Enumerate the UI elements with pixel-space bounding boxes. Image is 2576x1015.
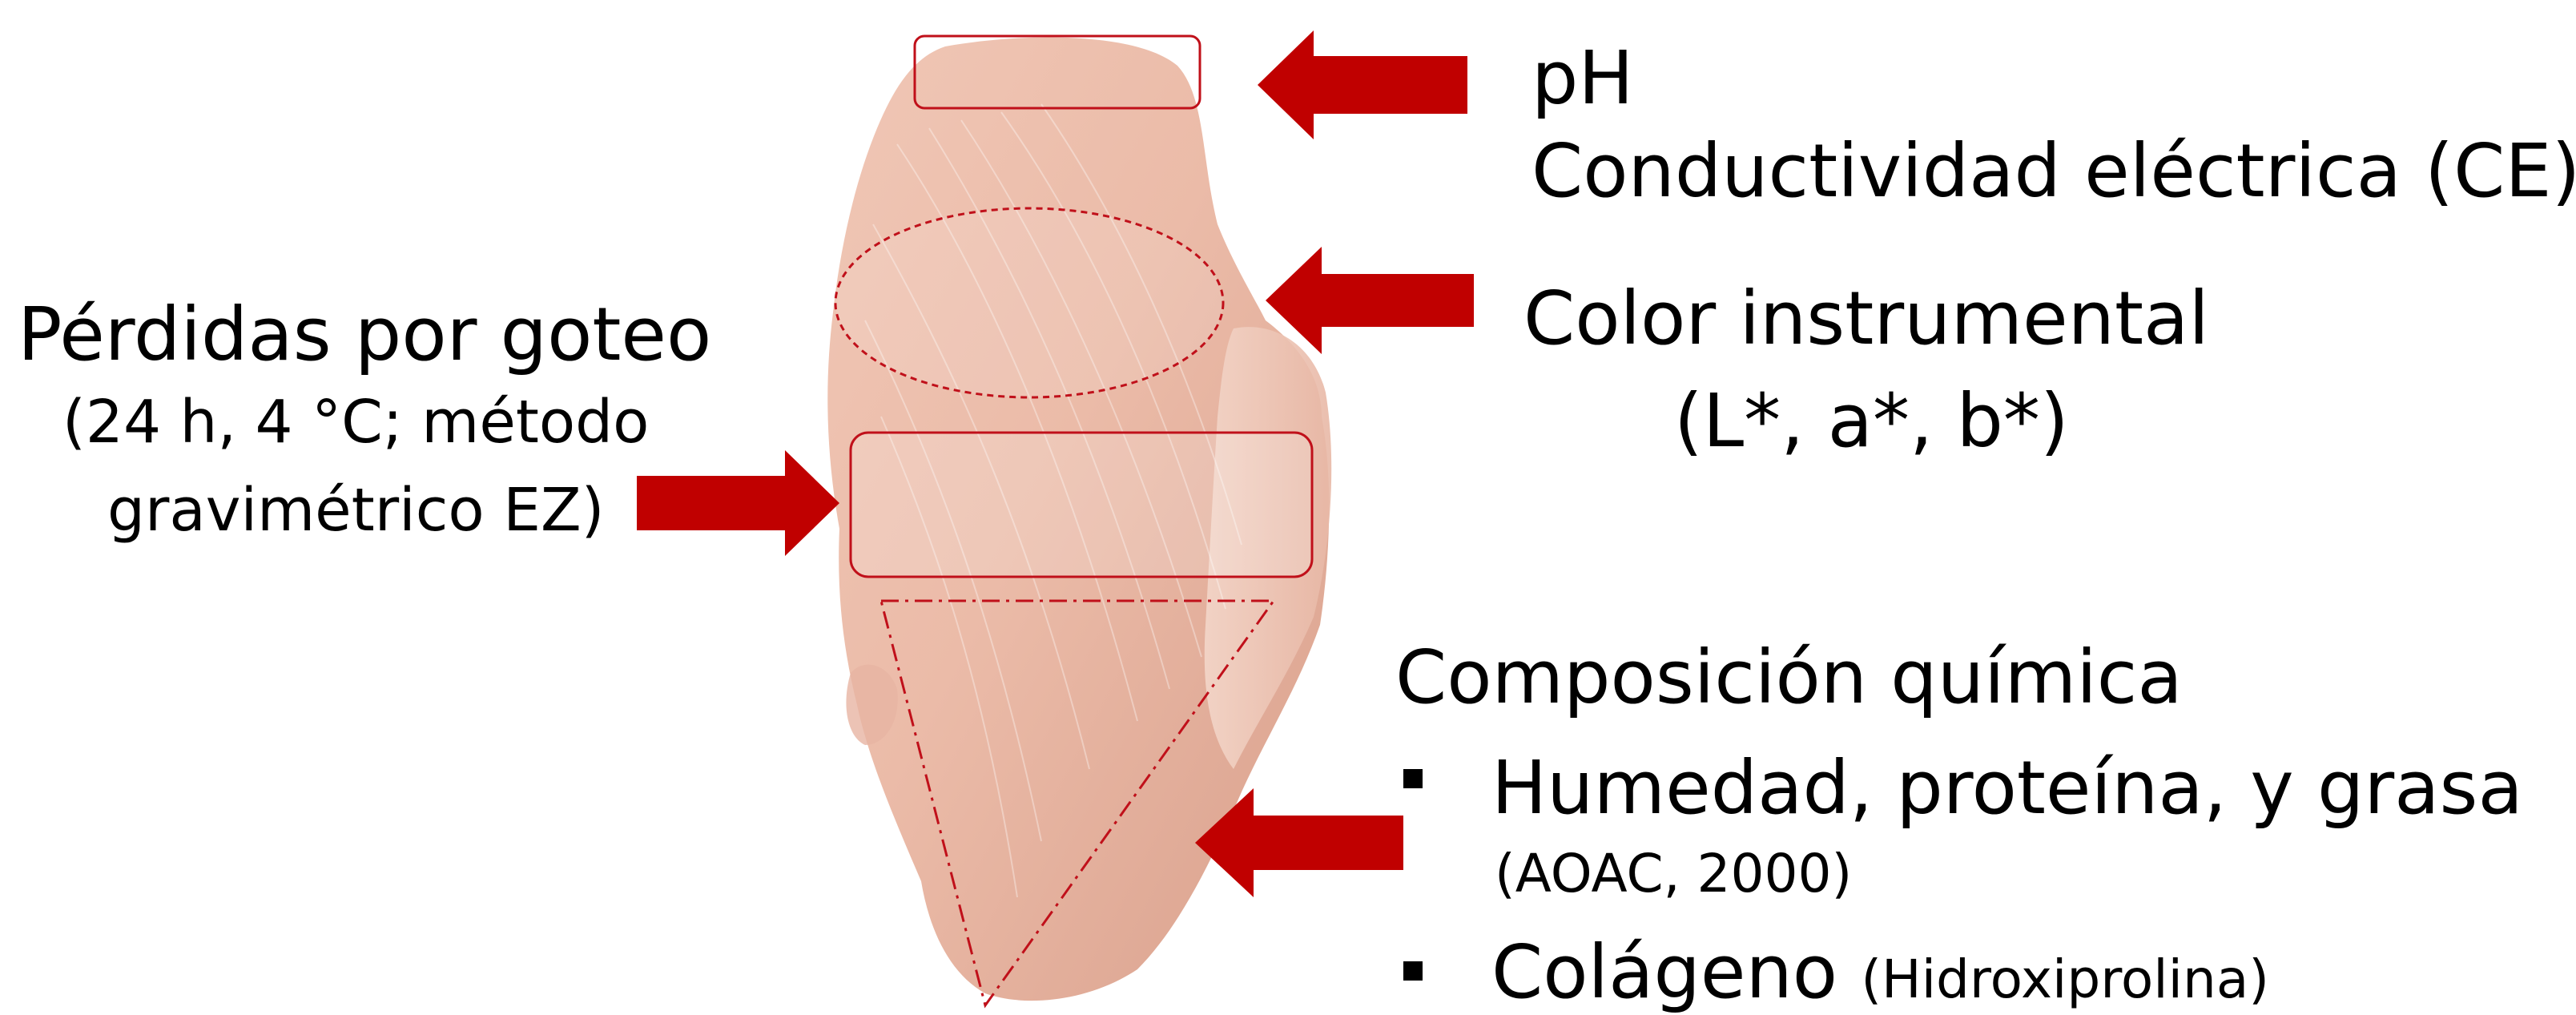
arrow-icon (1266, 247, 1474, 354)
ce-label: Conductividad eléctrica (CE) (1532, 135, 2576, 208)
arrow-icon (637, 450, 839, 556)
collagen-method-label: (Hidroxiprolina) (1861, 949, 2269, 1010)
collagen-label: Colágeno (1491, 929, 1837, 1015)
color-title-label: Color instrumental (1523, 282, 2209, 356)
drip-loss-method-line1: (24 h, 4 °C; método (62, 393, 649, 452)
composition-item-moisture-protein-fat: Humedad, proteína, y grasa (1491, 751, 2523, 825)
drip-loss-method-line2: gravimétrico EZ) (107, 481, 605, 540)
arrow-icon (1258, 30, 1467, 139)
square-bullet-icon (1403, 769, 1423, 788)
ph-label: pH (1532, 42, 1634, 115)
drip-loss-title: Pérdidas por goteo (18, 298, 711, 372)
drip-loss-region (851, 433, 1312, 577)
color-region (835, 208, 1223, 397)
color-params-label: (L*, a*, b*) (1674, 385, 2069, 458)
composition-item-collagen: Colágeno (Hidroxiprolina) (1491, 936, 2269, 1009)
composition-item-reference: (AOAC, 2000) (1495, 848, 1852, 900)
square-bullet-icon (1403, 961, 1423, 981)
composition-title: Composición química (1395, 641, 2183, 715)
